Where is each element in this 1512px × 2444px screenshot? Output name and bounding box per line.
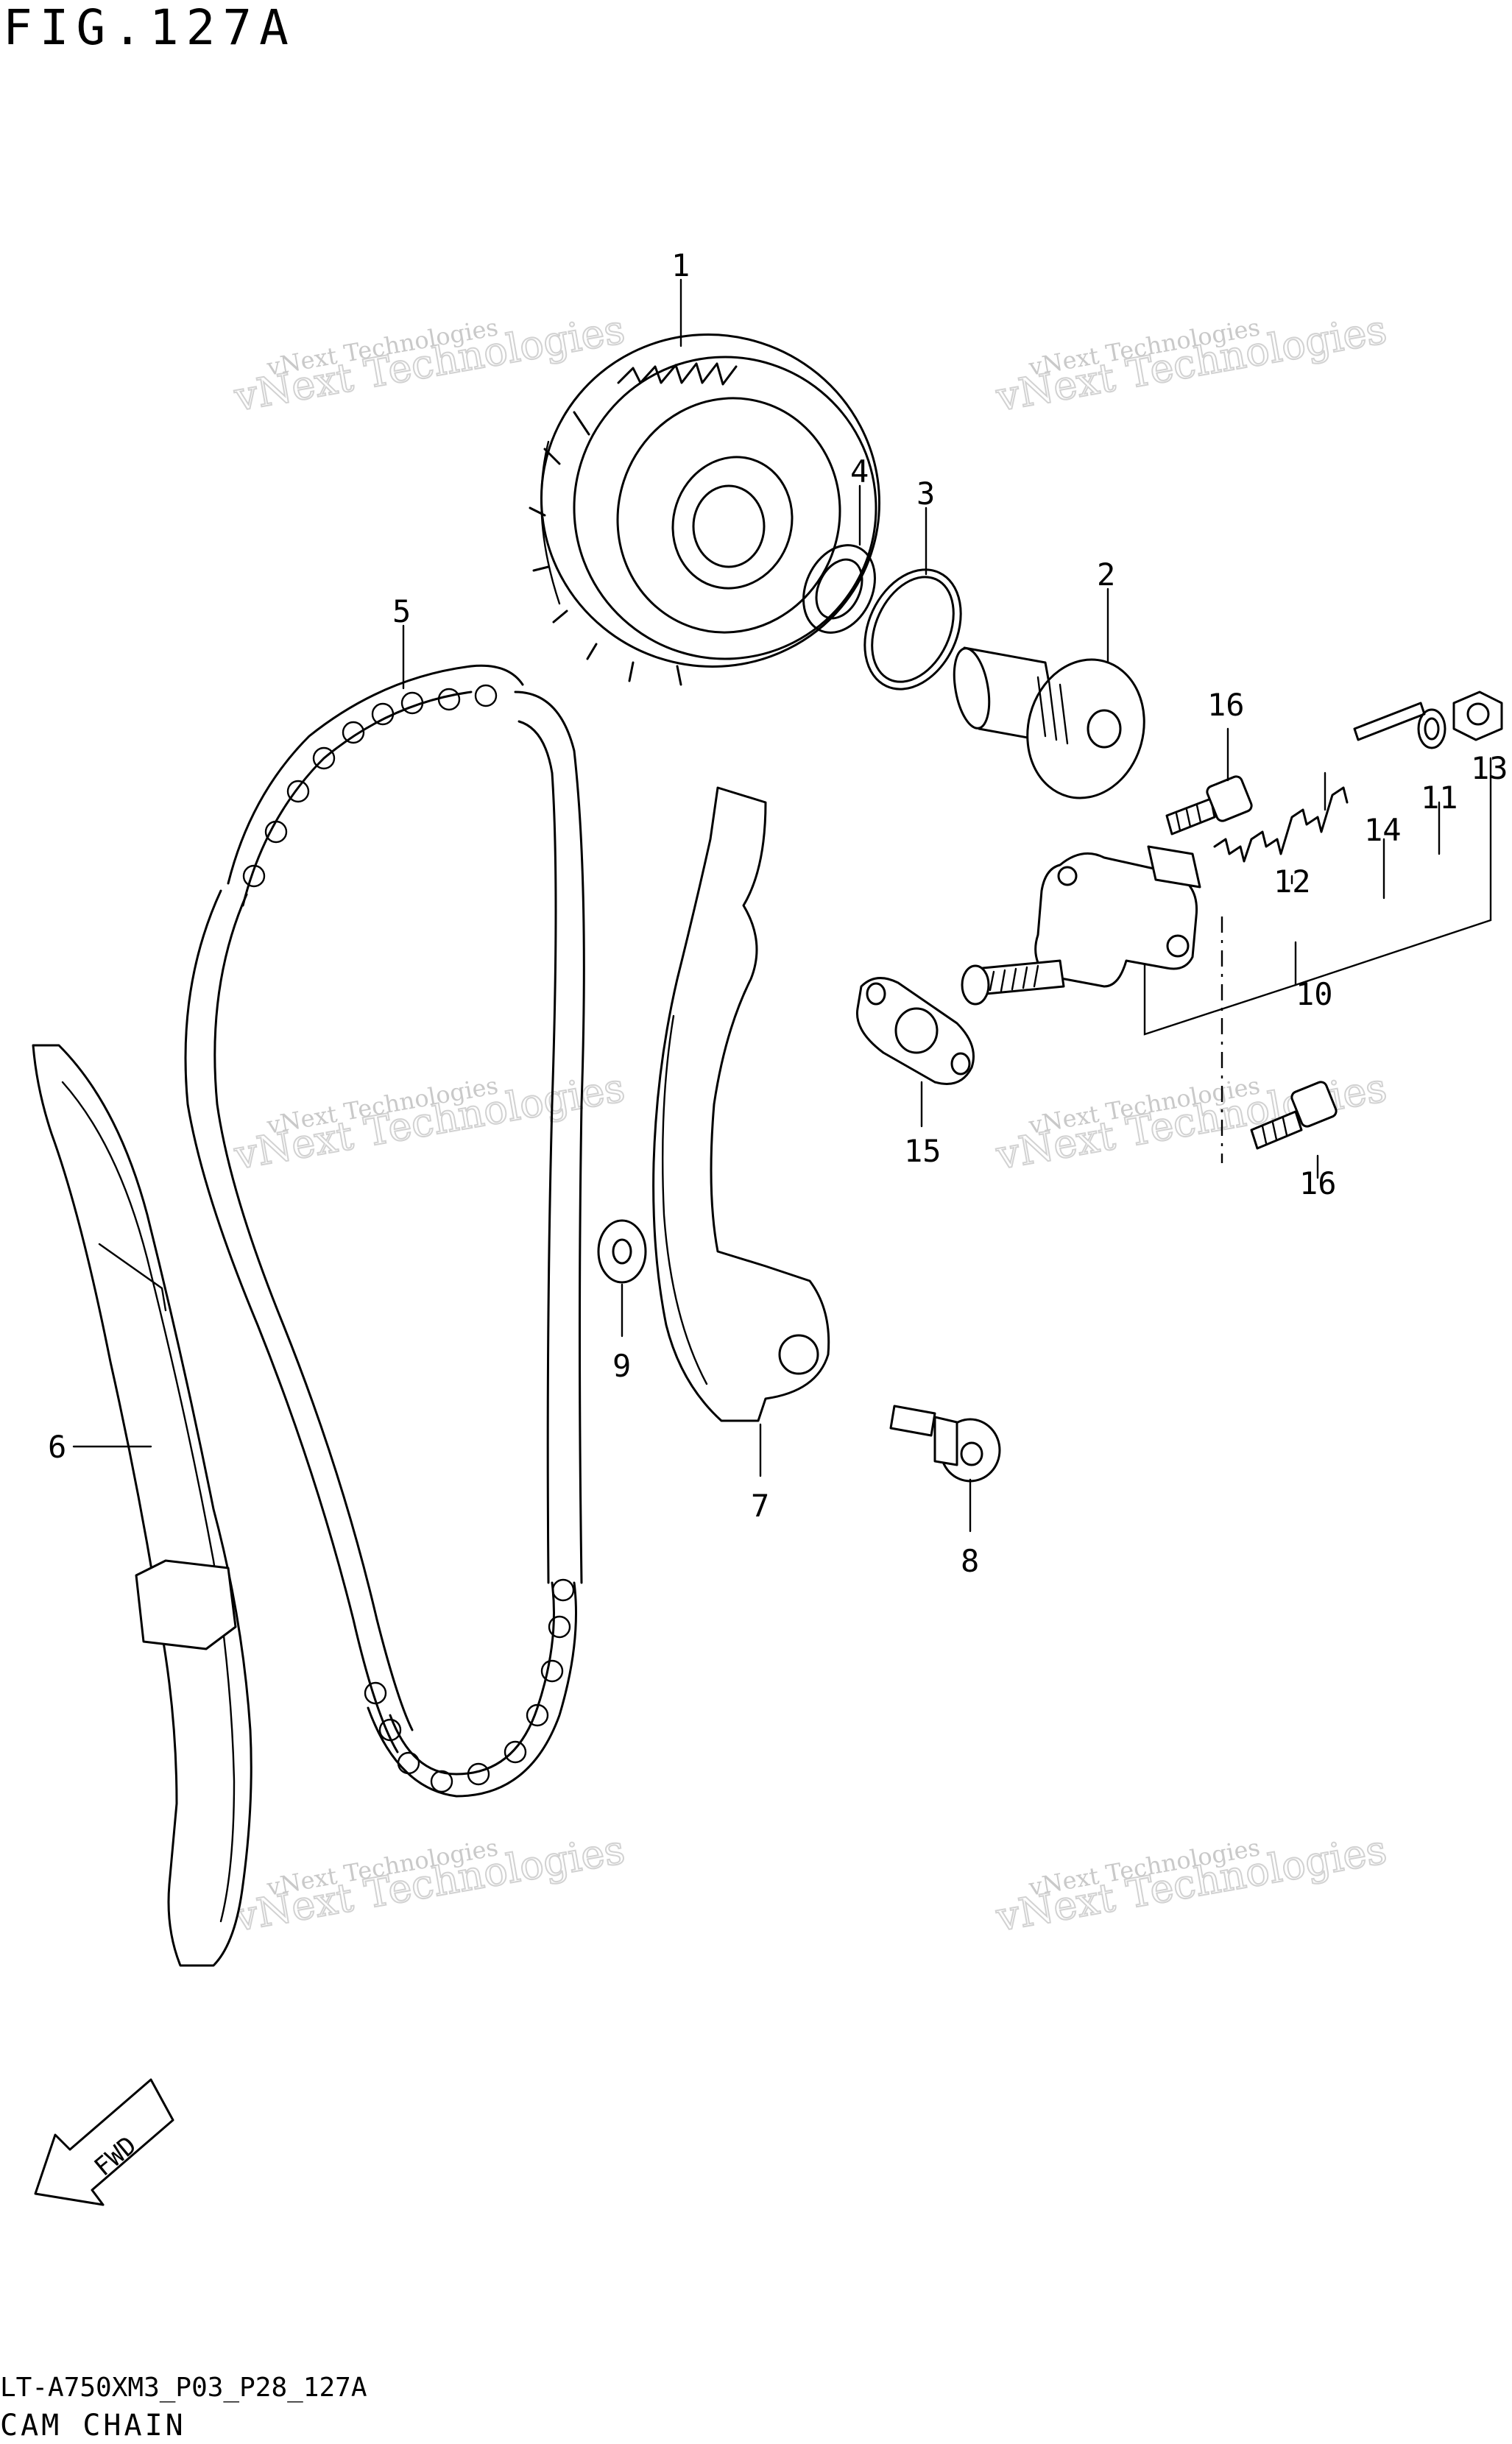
callout-14: 14 xyxy=(1364,812,1402,848)
part-13-cap-bolt xyxy=(1452,691,1503,741)
part-11-washer xyxy=(1417,708,1446,749)
callout-1: 1 xyxy=(671,247,690,283)
part-2-shaft xyxy=(953,646,1145,799)
watermark-group: vNext Technologies vNext Technologies vN… xyxy=(230,306,1391,1941)
part-12-spring xyxy=(1213,786,1349,863)
callout-12: 12 xyxy=(1273,863,1311,900)
callout-13: 13 xyxy=(1471,750,1508,786)
part-6-chain-guide xyxy=(32,1044,252,1967)
callout-4: 4 xyxy=(850,453,869,490)
watermark: vNext Technologies vNext Technologies xyxy=(230,306,629,421)
part-16-bolt-lower xyxy=(1250,1081,1338,1150)
callout-11: 11 xyxy=(1421,780,1458,816)
part-7-tensioner-shoe xyxy=(652,786,830,1422)
callout-16: 16 xyxy=(1299,1165,1337,1201)
part-16-bolt-upper xyxy=(1165,775,1253,836)
watermark: vNext Technologies vNext Technologies xyxy=(992,1826,1391,1941)
callout-15: 15 xyxy=(904,1133,942,1169)
callout-10: 10 xyxy=(1296,976,1333,1012)
footer-code: LT-A750XM3_P03_P28_127A xyxy=(0,2373,367,2403)
chain-links-bottom xyxy=(364,1578,575,1793)
chain-links-top xyxy=(242,684,498,888)
callout-5: 5 xyxy=(392,593,411,629)
leader-lines xyxy=(72,278,1492,1533)
callout-16: 16 xyxy=(1207,687,1245,723)
watermark: vNext Technologies vNext Technologies xyxy=(230,1826,629,1941)
part-5-cam-chain xyxy=(184,664,585,1798)
part-3-o-ring xyxy=(863,568,962,691)
watermark: vNext Technologies vNext Technologies xyxy=(230,1064,629,1179)
figure-label: FIG.127A xyxy=(3,0,296,56)
callout-6: 6 xyxy=(48,1429,66,1465)
part-14-rod xyxy=(1353,702,1426,741)
callout-9: 9 xyxy=(612,1348,631,1384)
callouts: 1 2 3 4 5 6 7 8 9 10 11 12 13 14 15 16 1… xyxy=(48,247,1508,1579)
part-9-washer xyxy=(597,1219,647,1284)
section-title: CAM CHAIN xyxy=(0,2409,186,2443)
callout-2: 2 xyxy=(1097,557,1115,593)
part-4-washer xyxy=(802,544,876,634)
watermark: vNext Technologies vNext Technologies xyxy=(992,306,1391,421)
part-8-bolt xyxy=(889,1405,1001,1483)
fwd-arrow-icon: FWD xyxy=(34,2078,174,2206)
part-10-adjuster xyxy=(961,845,1201,1006)
part-15-gasket xyxy=(855,977,975,1085)
callout-3: 3 xyxy=(916,476,935,512)
callout-7: 7 xyxy=(751,1488,769,1524)
callout-8: 8 xyxy=(961,1543,979,1579)
